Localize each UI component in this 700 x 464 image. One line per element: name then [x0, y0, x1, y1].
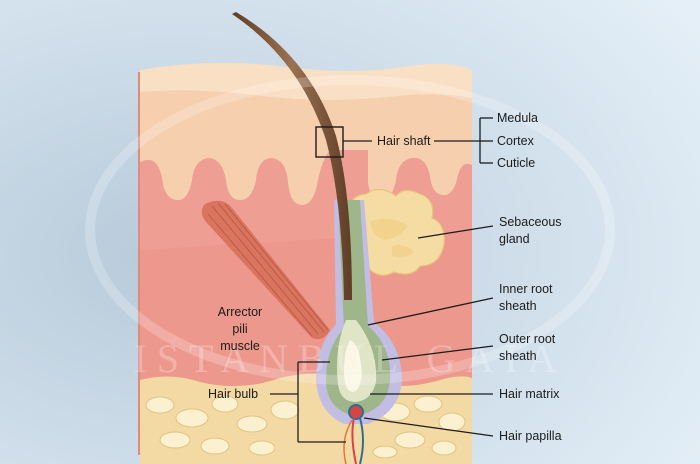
- watermark-text: ISTANBUL GAIA: [133, 336, 566, 381]
- epidermis-layer: [140, 90, 472, 205]
- label-arrector-line1: Arrector: [217, 305, 263, 319]
- label-hair-shaft: Hair shaft: [377, 134, 431, 148]
- leader-lines: [270, 117, 494, 443]
- blood-vessel-orange: [343, 419, 353, 464]
- arrector-pili-muscle: [201, 200, 330, 339]
- hair-papilla: [348, 404, 364, 420]
- label-hair-bulb: Hair bulb: [208, 387, 259, 401]
- hair-bulb-light: [344, 340, 362, 392]
- label-inner-root-sheath-line1: Inner root: [499, 282, 553, 296]
- label-outer-root-sheath-line2: sheath: [499, 349, 537, 363]
- label-hair-papilla: Hair papilla: [499, 429, 562, 443]
- label-hair-matrix: Hair matrix: [499, 387, 560, 401]
- hair-shaft: [232, 12, 352, 300]
- sebaceous-gland-detail: [370, 218, 414, 258]
- fat-cells: [145, 395, 466, 459]
- label-arrector-line2: pili: [232, 322, 248, 336]
- blood-vessel-blue: [359, 417, 364, 464]
- label-medula: Medula: [497, 111, 538, 125]
- label-inner-root-sheath-line2: sheath: [499, 299, 537, 313]
- label-sebaceous-gland-line2: gland: [499, 232, 530, 246]
- label-outer-root-sheath-line1: Outer root: [499, 332, 556, 346]
- label-cuticle: Cuticle: [497, 156, 536, 170]
- muscle-fibers: [207, 202, 329, 337]
- hair-shaft-box: [315, 126, 344, 158]
- watermark-ring: [85, 75, 615, 385]
- label-cortex: Cortex: [497, 134, 534, 148]
- label-arrector-line3: muscle: [220, 339, 260, 353]
- blood-vessel-red: [351, 417, 357, 464]
- label-sebaceous-gland-line1: Sebaceous: [499, 215, 562, 229]
- skin-block-side: [138, 72, 140, 455]
